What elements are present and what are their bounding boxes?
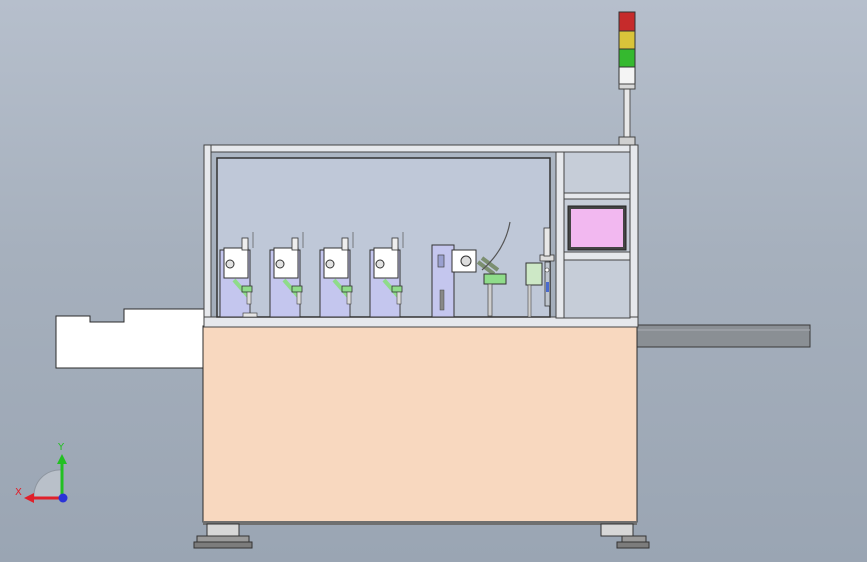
coordinate-triad: [24, 454, 68, 503]
station-module-4: [369, 232, 404, 318]
station-module-1: [219, 232, 254, 318]
axis-label-y: Y: [58, 442, 65, 453]
lower-cabinet: [202, 325, 638, 525]
signal-lamp-white: [618, 66, 636, 86]
station-modules: [219, 232, 404, 318]
signal-lamp-yellow: [618, 30, 636, 50]
right-conveyor: [636, 324, 811, 348]
camera-apparatus: [525, 227, 555, 318]
station-module-3: [319, 232, 354, 318]
left-conveyor: [55, 308, 205, 369]
axis-label-x: X: [15, 487, 22, 498]
press-station: [431, 221, 511, 318]
signal-lamp-green: [618, 48, 636, 68]
hmi-screen: [571, 209, 623, 247]
control-panel: [563, 151, 631, 319]
upper-frame: [203, 144, 639, 328]
cabinet-panel: [202, 325, 638, 523]
station-module-2: [269, 232, 304, 318]
signal-tower: [618, 11, 636, 146]
leveling-feet: [193, 523, 650, 549]
base-fixture: [242, 312, 258, 318]
signal-lamp-red: [618, 11, 636, 32]
